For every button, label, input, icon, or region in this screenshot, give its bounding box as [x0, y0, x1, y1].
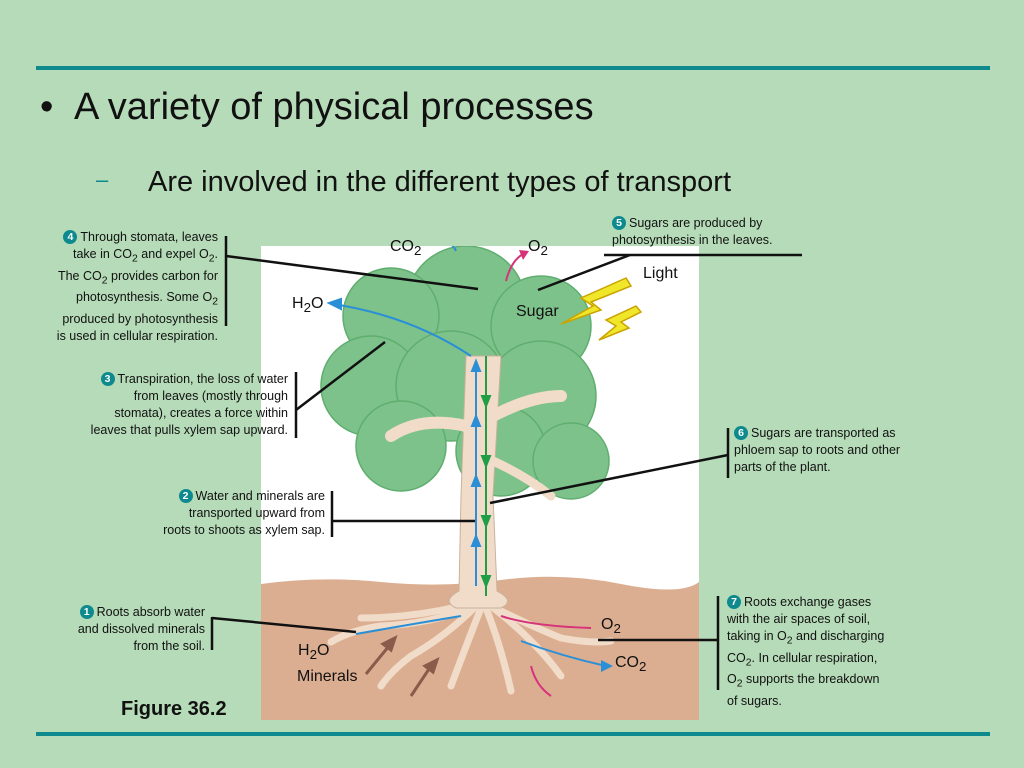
- note-4-line-1: Through stomata, leaves: [80, 230, 218, 244]
- label-h2o-bottom: H2O: [298, 642, 330, 663]
- label-h2o-top: H2O: [292, 295, 324, 316]
- badge-7: 7: [727, 595, 741, 609]
- note-4-line-5: produced by photosynthesis: [62, 311, 218, 326]
- badge-4: 4: [63, 230, 78, 244]
- badge-2: 2: [178, 489, 193, 503]
- note-6-line-3: parts of the plant.: [734, 460, 831, 474]
- note-4-line-2: take in CO2 and expel O2.: [72, 247, 218, 265]
- note-3-line-1: Transpiration, the loss of water: [117, 372, 288, 386]
- label-minerals: Minerals: [297, 668, 358, 685]
- badge-1: 1: [79, 605, 94, 619]
- note-5-line-1: Sugars are produced by: [629, 216, 763, 230]
- label-co2-top: CO2: [390, 238, 422, 259]
- top-rule: [36, 66, 990, 70]
- note-7-line-4: CO2. In cellular respiration,: [727, 650, 878, 669]
- bottom-rule: [36, 732, 990, 736]
- badge-5: 5: [612, 216, 626, 230]
- note-7-line-1: Roots exchange gases: [744, 595, 872, 609]
- note-3-line-4: leaves that pulls xylem sap upward.: [90, 423, 288, 437]
- note-1-line-1: Roots absorb water: [96, 605, 205, 619]
- note-4-line-6: is used in cellular respiration.: [56, 328, 218, 343]
- note-1-line-2: and dissolved minerals: [77, 622, 205, 636]
- note-2-line-1: Water and minerals are: [195, 489, 325, 503]
- label-co2-bottom: CO2: [615, 654, 647, 675]
- badge-3: 3: [100, 372, 115, 386]
- main-bullet-text: A variety of physical processes: [74, 86, 594, 128]
- figure-caption: Figure 36.2: [121, 698, 227, 720]
- bullet-glyph: •: [40, 86, 54, 128]
- note-7-line-6: of sugars.: [727, 693, 782, 708]
- note-5-line-2: photosynthesis in the leaves.: [612, 233, 773, 247]
- note-4-line-3: The CO2 provides carbon for: [57, 268, 218, 287]
- note-1-line-3: from the soil.: [133, 639, 205, 653]
- note-3-line-3: stomata), creates a force within: [114, 406, 288, 420]
- main-bullet: • A variety of physical processes: [40, 86, 594, 129]
- label-o2-top: O2: [528, 238, 548, 259]
- badge-6: 6: [734, 426, 748, 440]
- label-o2-bottom: O2: [601, 616, 621, 637]
- note-2-line-2: transported upward from: [188, 506, 325, 520]
- sub-bullet-glyph: –: [96, 167, 109, 192]
- note-7-line-3: taking in O2 and discharging: [727, 629, 885, 647]
- note-7-line-5: O2 supports the breakdown: [727, 672, 880, 690]
- note-7-line-2: with the air spaces of soil,: [727, 612, 871, 626]
- note-6-line-2: phloem sap to roots and other: [734, 443, 901, 457]
- tree-drawing: [261, 246, 699, 720]
- note-4-line-4: photosynthesis. Some O2: [76, 290, 218, 308]
- label-light: Light: [643, 265, 678, 282]
- note-2-line-3: roots to shoots as xylem sap.: [163, 523, 325, 537]
- note-3-line-2: from leaves (mostly through: [133, 389, 288, 403]
- note-6-line-1: Sugars are transported as: [751, 426, 896, 440]
- sub-bullet: – Are involved in the different types of …: [96, 166, 731, 199]
- sub-bullet-text: Are involved in the different types of t…: [148, 166, 732, 198]
- label-sugar: Sugar: [516, 303, 559, 320]
